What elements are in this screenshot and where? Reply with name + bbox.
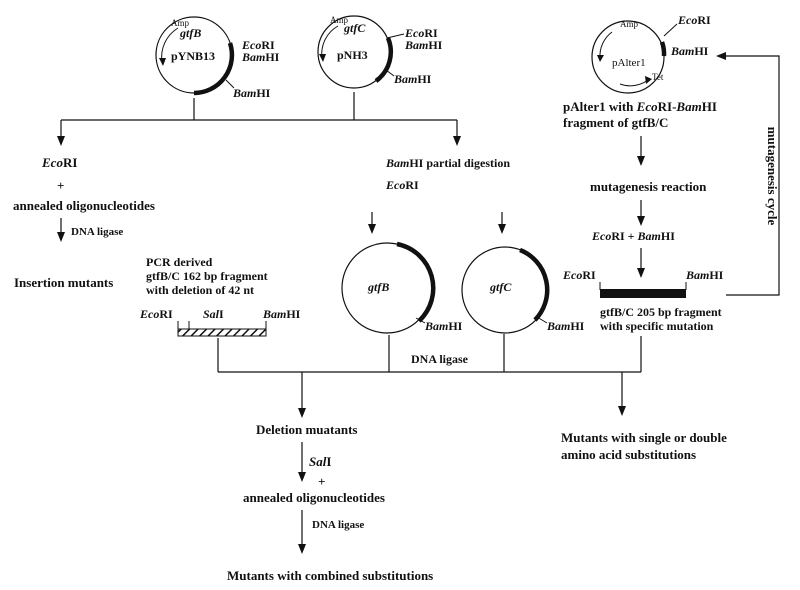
ecori-site-label: EcoRI xyxy=(139,307,173,321)
pynb13-name: pYNB13 xyxy=(171,49,215,63)
palter1-name: pAlter1 xyxy=(612,57,646,69)
amp-label: Amp xyxy=(330,15,349,25)
palter1-caption-line2: fragment of gtfB/C xyxy=(563,115,668,130)
insertion-branch: EcoRI + annealed oligonucleotides DNA li… xyxy=(13,155,155,290)
bamhi-site-label: BamHI xyxy=(241,50,280,64)
bamhi-site-label-bottom: BamHI xyxy=(232,86,271,100)
ecori-site-label: EcoRI xyxy=(241,38,275,52)
pcr-deletion-label: with deletion of 42 nt xyxy=(146,283,254,297)
combined-substitutions-label: Mutants with combined substitutions xyxy=(227,568,433,583)
plus-sign: + xyxy=(318,474,325,489)
gtfc-fragment-plasmid: gtfC BamHI xyxy=(461,246,585,334)
fragment-205bp-label: gtfB/C 205 bp fragment xyxy=(600,305,722,319)
plus-sign: + xyxy=(57,178,64,193)
results: Deletion muatants Mutants with single or… xyxy=(227,422,727,583)
mutagenesis-cycle-label: mutagenesis cycle xyxy=(765,127,780,226)
bamhi-partial-digestion-label: BamHI partial digestion xyxy=(385,156,510,170)
oligos-label: annealed oligonucleotides xyxy=(13,198,155,213)
pcr-fragment: PCR derived gtfB/C 162 bp fragment with … xyxy=(139,255,301,337)
bamhi-site-label: BamHI xyxy=(685,268,724,282)
mutagenesis-branch: pAlter1 with EcoRI-BamHI fragment of gtf… xyxy=(562,52,780,333)
tet-label: Tet xyxy=(652,72,664,82)
pcr-derived-label: PCR derived xyxy=(146,255,213,269)
plasmid-palter1: Amp Tet pAlter1 EcoRI BamHI xyxy=(591,13,711,94)
gtfb-gene-label: gtfB xyxy=(179,26,201,40)
bamhi-site-label: BamHI xyxy=(546,319,585,333)
gtfb-fragment-plasmid: gtfB BamHI xyxy=(341,241,463,334)
pnh3-name: pNH3 xyxy=(337,48,368,62)
dna-ligase-label: DNA ligase xyxy=(411,352,469,366)
sali-site-label: SalI xyxy=(203,307,224,321)
plasmid-pnh3: Amp gtfC pNH3 EcoRI BamHI BamHI xyxy=(317,15,443,89)
ecori-bamhi-digest-label: EcoRI + BamHI xyxy=(591,229,675,243)
bamhi-site-label: BamHI xyxy=(670,44,709,58)
dna-ligase-label: DNA ligase xyxy=(312,519,364,531)
ecori-site-label: EcoRI xyxy=(562,268,596,282)
mutagenesis-cycle-arrow xyxy=(722,55,780,296)
gtfc-fragment-label: gtfC xyxy=(489,280,512,294)
insertion-mutants-label: Insertion mutants xyxy=(14,275,113,290)
dna-ligase-label: DNA ligase xyxy=(71,226,123,238)
substitution-mutants-label: Mutants with single or double xyxy=(561,430,727,445)
sali-digest-label: SalI xyxy=(309,454,331,469)
hatched-fragment-bar xyxy=(177,328,267,337)
ligation-connector: DNA ligase xyxy=(217,334,642,418)
ecori-digest-label: EcoRI xyxy=(41,155,77,170)
gtfc-gene-label: gtfC xyxy=(343,21,366,35)
amp-arrow-icon xyxy=(599,31,613,59)
bamhi-site-label-bottom: BamHI xyxy=(393,72,432,86)
ecori-site-label: EcoRI xyxy=(404,26,438,40)
deletion-mutants-label: Deletion muatants xyxy=(256,422,357,437)
oligos-label: annealed oligonucleotides xyxy=(243,490,385,505)
plasmid-pynb13: Amp gtfB pYNB13 EcoRI BamHI BamHI xyxy=(155,16,280,100)
mutant-fragment-bar xyxy=(600,289,686,298)
digestion-branch: BamHI partial digestion EcoRI gtfB BamHI… xyxy=(341,156,585,334)
gtfb-fragment-label: gtfB xyxy=(367,280,389,294)
bamhi-site-label: BamHI xyxy=(424,319,463,333)
ecori-digest-label: EcoRI xyxy=(385,178,419,192)
amp-label: Amp xyxy=(171,18,190,28)
palter1-caption: pAlter1 with EcoRI-BamHI xyxy=(563,99,717,114)
top-split-connector xyxy=(57,92,461,146)
bamhi-site-label: BamHI xyxy=(262,307,301,321)
pcr-fragment-size-label: gtfB/C 162 bp fragment xyxy=(146,269,268,283)
substitution-mutants-label-line2: amino acid substitutions xyxy=(561,447,696,462)
tet-arrow-icon xyxy=(619,79,649,87)
ecori-site-label: EcoRI xyxy=(677,13,711,27)
amp-label: Amp xyxy=(620,19,639,29)
bamhi-site-label: BamHI xyxy=(404,38,443,52)
specific-mutation-label: with specific mutation xyxy=(600,319,714,333)
mutagenesis-reaction-label: mutagenesis reaction xyxy=(590,179,707,194)
